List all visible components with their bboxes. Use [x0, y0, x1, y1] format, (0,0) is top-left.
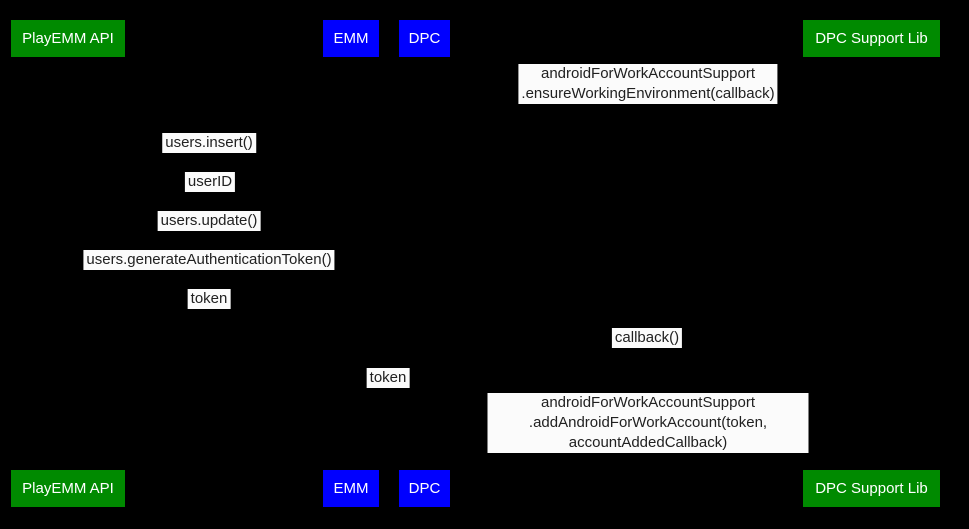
- message-token-returned: token: [187, 289, 231, 309]
- actor-dpc-bottom: DPC: [399, 470, 450, 507]
- message-generate-authentication-token: users.generateAuthenticationToken(): [83, 250, 335, 270]
- actor-emm-bottom: EMM: [323, 470, 379, 507]
- message-ensure-working-environment: androidForWorkAccountSupport .ensureWork…: [518, 64, 778, 104]
- message-users-insert: users.insert(): [162, 133, 256, 153]
- actor-emm-top: EMM: [323, 20, 379, 57]
- actor-playemm-api-bottom: PlayEMM API: [11, 470, 125, 507]
- actor-playemm-api-top: PlayEMM API: [11, 20, 125, 57]
- actor-dpc-top: DPC: [399, 20, 450, 57]
- message-add-android-for-work-account: androidForWorkAccountSupport .addAndroid…: [487, 393, 809, 453]
- message-users-update: users.update(): [157, 211, 261, 231]
- message-user-id: userID: [184, 172, 236, 192]
- message-token-passed: token: [366, 368, 410, 388]
- actor-dpc-support-lib-bottom: DPC Support Lib: [803, 470, 940, 507]
- actor-dpc-support-lib-top: DPC Support Lib: [803, 20, 940, 57]
- message-callback: callback(): [611, 328, 683, 348]
